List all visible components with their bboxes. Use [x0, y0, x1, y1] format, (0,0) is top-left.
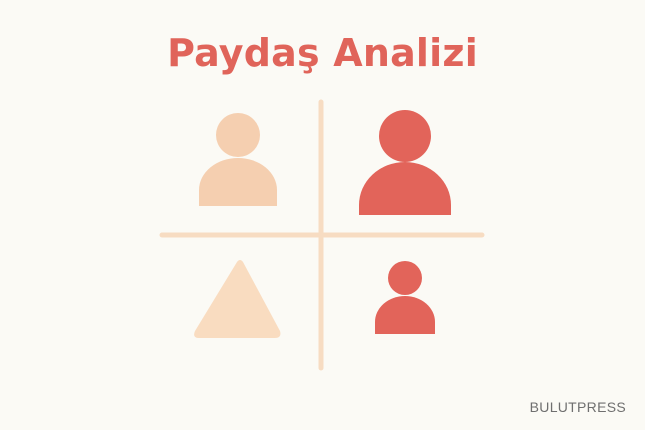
page-title: Paydaş Analizi [167, 31, 478, 75]
brand-watermark: BULUTPRESS [529, 399, 626, 415]
quadrant-top-right-person-icon [359, 110, 451, 215]
quadrant-top-left-person-icon [199, 113, 277, 206]
quadrant-bottom-right-person-icon [375, 261, 435, 334]
quadrant-bottom-left-triangle-icon [194, 260, 281, 338]
